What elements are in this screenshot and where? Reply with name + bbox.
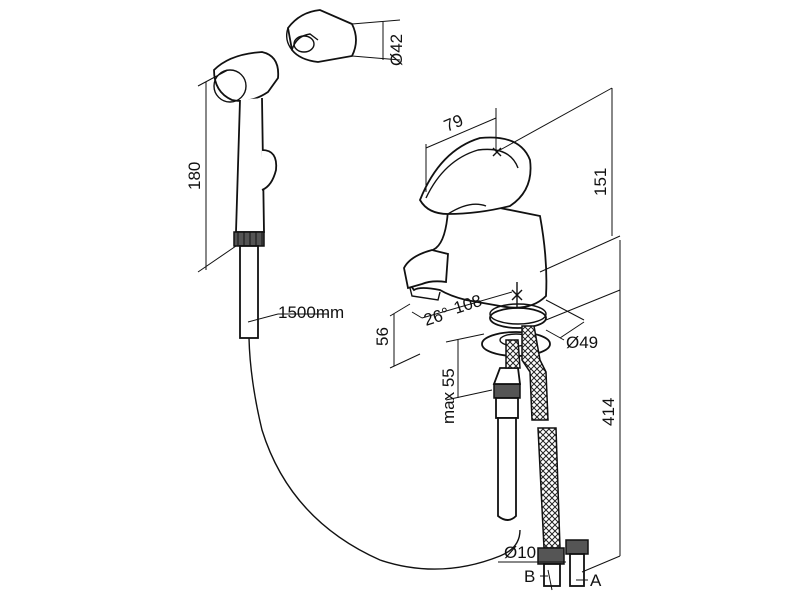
deck-thickness-label: max 55 (439, 368, 458, 424)
connector-diameter-dimension: Ø10 (498, 543, 566, 563)
hose-length-dimension: 1500mm (247, 303, 344, 323)
rotation-label: 26° (421, 304, 451, 330)
height-label: 151 (591, 168, 610, 196)
spout-height-dimension: 56 (373, 303, 421, 369)
shower-length-label: 180 (185, 162, 204, 190)
supply-hoses (492, 325, 589, 587)
connection-labels: B A (524, 567, 602, 591)
spout-height-label: 56 (373, 327, 392, 346)
supply-length-label: 414 (599, 398, 618, 426)
mixer-tap (403, 136, 551, 357)
shower-length-dimension: 180 (185, 69, 237, 273)
wall-holder (285, 9, 357, 63)
supply-length-dimension: 414 (545, 240, 621, 573)
hose-length-label: 1500mm (278, 303, 344, 322)
shower-hose (248, 337, 521, 570)
base-diameter-label: Ø49 (566, 333, 598, 352)
holder-diameter-label: Ø42 (387, 34, 406, 66)
height-dimension: 151 (499, 87, 621, 273)
holder-diameter-dimension: Ø42 (351, 19, 406, 66)
connection-b-label: B (524, 567, 535, 586)
hand-shower (213, 51, 280, 339)
base-diameter-dimension: Ø49 (545, 299, 598, 352)
connection-a-label: A (590, 571, 602, 590)
deck-thickness-dimension: max 55 (439, 333, 493, 424)
connector-diameter-label: Ø10 (504, 543, 536, 562)
